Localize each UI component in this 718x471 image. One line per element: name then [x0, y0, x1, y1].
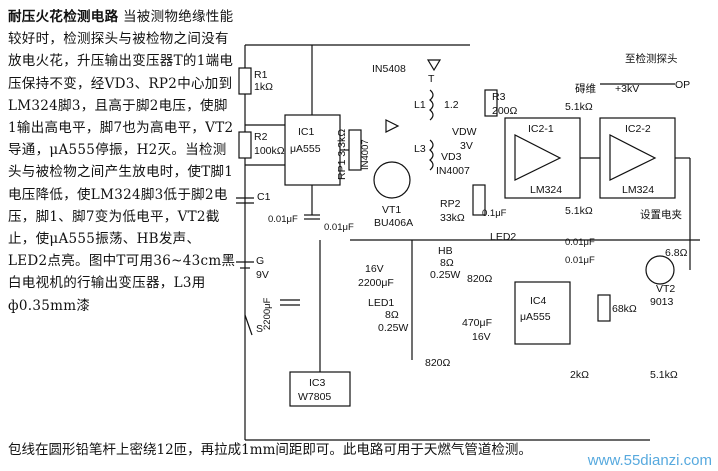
vd-top-part: IN5408 — [372, 63, 406, 75]
ic3-label: IC3 — [309, 377, 326, 389]
hb-label: HB — [438, 245, 453, 257]
ic3-regulator — [289, 371, 351, 407]
c2200-voltage: 16V — [365, 263, 384, 275]
switch-label: S — [256, 323, 263, 335]
ic1-chip — [284, 114, 341, 186]
ic2-2-label: IC2-2 — [625, 123, 651, 135]
coil-l3 — [429, 139, 434, 171]
r-68k-value: 68kΩ — [612, 303, 637, 315]
c2200-left-value: 2200μF — [262, 297, 273, 330]
l1-label: L1 — [414, 99, 426, 111]
potentiometer-rp2 — [472, 184, 486, 216]
vdw-value: 3V — [460, 140, 473, 152]
vdw-label: VDW — [452, 126, 477, 138]
spark-label: 碍维 — [575, 82, 596, 95]
r3-value: 200Ω — [492, 105, 518, 117]
rp2-label: RP2 — [440, 198, 461, 210]
led1-resistor: 8Ω — [385, 309, 399, 321]
led1-power: 0.25W — [378, 322, 408, 334]
c1-label: C1 — [257, 191, 271, 203]
probe-voltage: +3kV — [615, 83, 639, 95]
coil-l1 — [429, 89, 434, 121]
c470-voltage: 16V — [472, 331, 491, 343]
led2-label: LED2 — [490, 231, 516, 243]
c1-value: 0.01μF — [268, 214, 298, 225]
ic3-part: W7805 — [298, 391, 331, 403]
vd3-part: IN4007 — [436, 165, 470, 177]
set-ref-label: 设置电夹 — [640, 208, 682, 221]
l3-label: L3 — [414, 143, 426, 155]
diode-vd1 — [385, 119, 400, 133]
resistor-r3 — [484, 89, 498, 117]
hb-resistor: 8Ω — [440, 257, 454, 269]
r-68-value: 6.8Ω — [665, 247, 688, 259]
ic1-label: IC1 — [298, 126, 315, 138]
c2200-value: 2200μF — [358, 277, 394, 289]
led1-label: LED1 — [368, 297, 394, 309]
transistor-vt1 — [373, 161, 411, 199]
r-820-hb: 820Ω — [467, 273, 493, 285]
ic2-1-opamp — [514, 134, 562, 181]
transistor-vt2 — [645, 255, 675, 285]
battery-label: G — [256, 255, 264, 267]
c-001-b: 0.01μF — [565, 255, 595, 266]
rp1-label: RP1 3.3kΩ — [336, 129, 348, 180]
vt2-part: 9013 — [650, 296, 674, 308]
ic4-chip — [514, 281, 571, 345]
diode-in5408 — [426, 59, 442, 72]
transformer-label: T — [428, 73, 435, 85]
ic2-2-opamp — [609, 134, 657, 181]
ic1-part: μA555 — [290, 143, 321, 155]
r2-value: 100kΩ — [254, 145, 285, 157]
c-01-label: 0.1μF — [482, 208, 507, 219]
ic2-2-part: LM324 — [622, 184, 654, 196]
r-2k-value: 2kΩ — [570, 369, 589, 381]
resistor-68k — [597, 294, 611, 322]
ic1-cap-value: 0.01μF — [324, 222, 354, 233]
description-text: 耐压火花检测电路 当被测物绝缘性能较好时，检测探头与被检物之间没有放电火花，升压… — [8, 6, 236, 317]
r-5k1-mid: 5.1kΩ — [565, 205, 593, 217]
c470-value: 470μF — [462, 317, 492, 329]
r-820-bottom: 820Ω — [425, 357, 451, 369]
probe-label: 至检测探头 — [625, 52, 678, 65]
op-label: OP — [675, 79, 690, 91]
rp2-value: 33kΩ — [440, 212, 465, 224]
c-001-a: 0.01μF — [565, 237, 595, 248]
resistor-r1 — [238, 67, 252, 95]
ic2-1-label: IC2-1 — [528, 123, 554, 135]
ic2-1-part: LM324 — [530, 184, 562, 196]
ic4-part: μA555 — [520, 311, 551, 323]
r-5k1-top: 5.1kΩ — [565, 101, 593, 113]
hb-power: 0.25W — [430, 269, 460, 281]
potentiometer-rp1 — [348, 129, 362, 171]
vd1-part: IN4007 — [360, 139, 371, 170]
article-body: 当被测物绝缘性能较好时，检测探头与被检物之间没有放电火花，升压输出变压器T的1端… — [8, 9, 236, 314]
r2-label: R2 — [254, 131, 268, 143]
switch-s — [244, 314, 253, 336]
r1-label: R1 — [254, 69, 268, 81]
watermark: www.55dianzi.com — [587, 452, 712, 469]
article-title: 耐压火花检测电路 — [8, 9, 119, 25]
article-footer-line: 包线在圆形铅笔杆上密绕12匝，再拉成1mm间距即可。此电路可用于天燃气管道检测。 — [8, 442, 532, 458]
resistor-r2 — [238, 131, 252, 159]
battery-value: 9V — [256, 269, 269, 281]
r1-value: 1kΩ — [254, 81, 273, 93]
vt1-label: VT1 — [382, 204, 401, 216]
ic4-label: IC4 — [530, 295, 547, 307]
r-5k1-bottom: 5.1kΩ — [650, 369, 678, 381]
l1-pins: 1.2 — [444, 99, 459, 111]
vt1-part: BU406A — [374, 217, 413, 229]
vt2-label: VT2 — [656, 283, 675, 295]
r3-label: R3 — [492, 91, 506, 103]
vd3-label: VD3 — [441, 151, 462, 163]
